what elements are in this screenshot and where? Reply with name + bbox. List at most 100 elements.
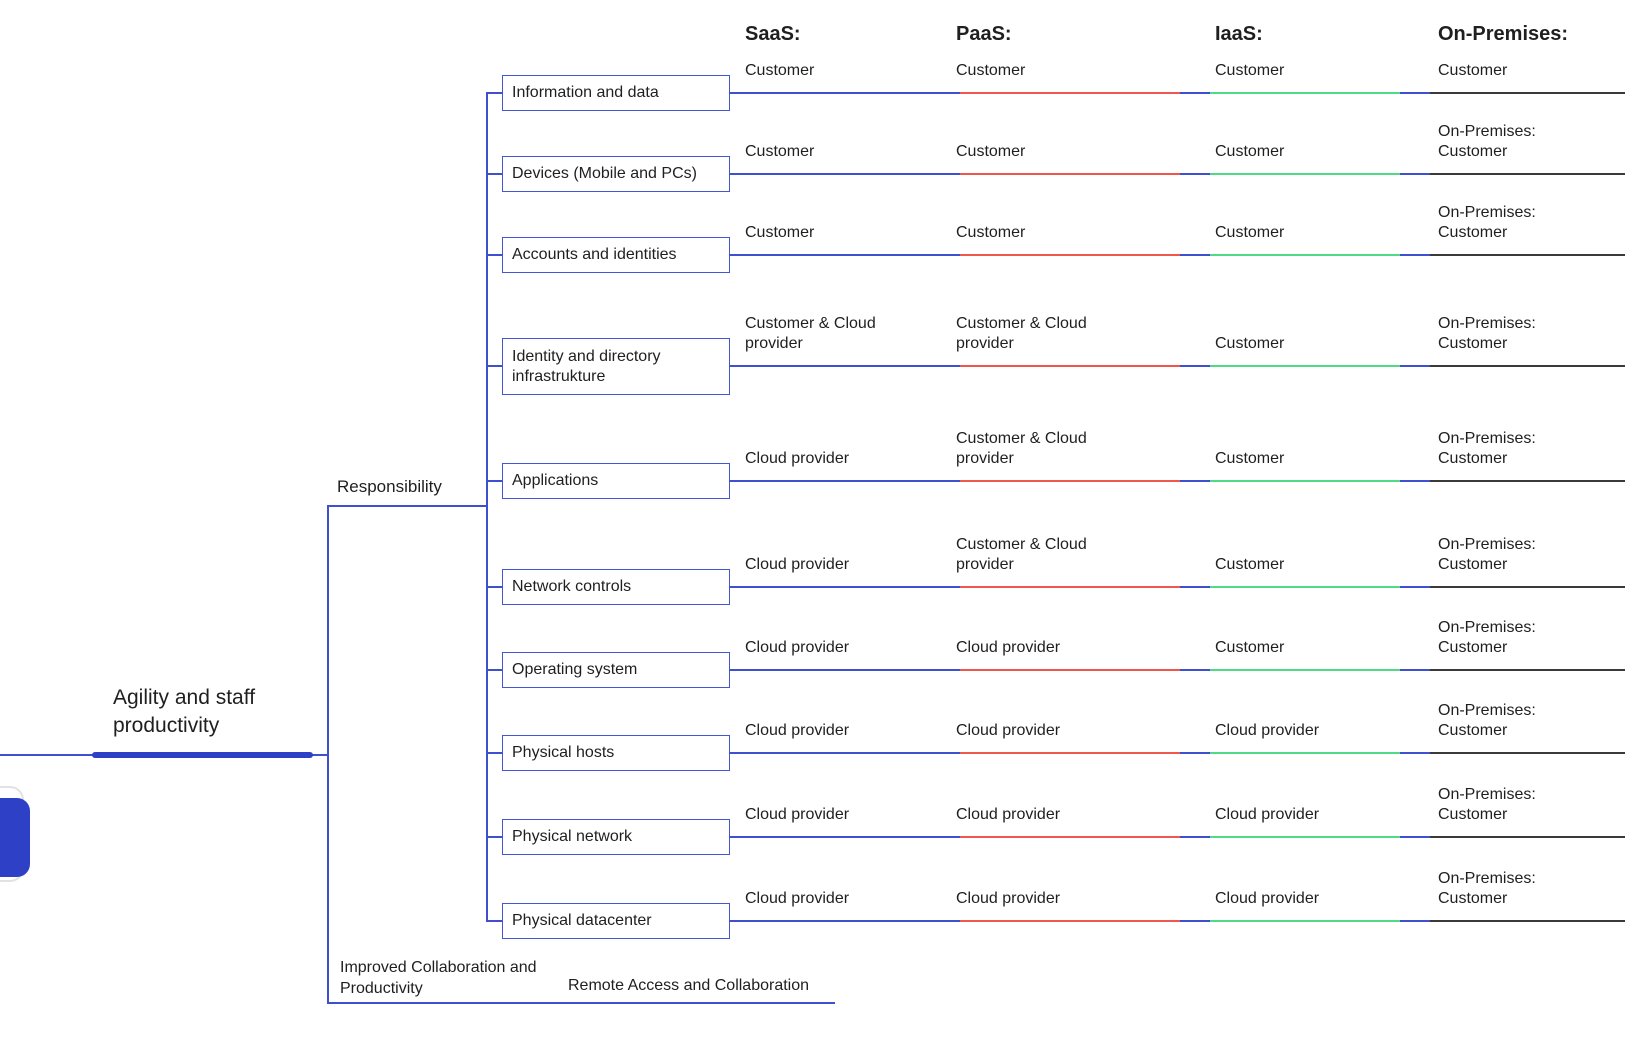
row-line-iaas (1210, 669, 1400, 671)
column-header-saas: SaaS: (745, 23, 801, 45)
row-line-link (1180, 752, 1210, 754)
category-box-applications[interactable]: Applications (502, 463, 730, 499)
cell-iaas: Customer (1215, 142, 1284, 162)
row-line-saas (729, 836, 960, 838)
cell-text: Customer (745, 224, 815, 241)
row-line-paas (960, 669, 1180, 671)
category-label: Devices (Mobile and PCs) (512, 165, 697, 182)
row-line-onprem (1430, 92, 1625, 94)
cell-text: Customer (1215, 335, 1285, 352)
row-line-paas (960, 365, 1180, 367)
cell-text: Customer (1438, 639, 1508, 656)
category-bracket (486, 92, 488, 922)
cell-text: provider (956, 450, 1014, 467)
cell-text: Cloud provider (745, 639, 850, 656)
category-label: Physical hosts (512, 744, 615, 761)
category-box-operating-system[interactable]: Operating system (502, 652, 730, 688)
column-header-paas: PaaS: (956, 23, 1012, 45)
cell-text: Customer (1438, 890, 1508, 907)
row-line-paas (960, 254, 1180, 256)
category-label: Accounts and identities (512, 246, 677, 263)
cell-text: On-Premises: (1438, 702, 1536, 719)
cell-text: Cloud provider (745, 890, 850, 907)
cell-paas: Customer (956, 223, 1025, 243)
row-line-link (1180, 586, 1210, 588)
cell-text: Customer & Cloud (745, 315, 876, 332)
row-line-link (1400, 480, 1430, 482)
cell-onprem: On-Premises:Customer (1438, 535, 1536, 575)
cell-text: Cloud provider (745, 450, 850, 467)
row-connector (486, 92, 503, 94)
cell-text: Customer (1438, 722, 1508, 739)
cell-text: Customer (745, 143, 815, 160)
row-line-link (1400, 836, 1430, 838)
row-line-saas (729, 586, 960, 588)
row-line-onprem (1430, 480, 1625, 482)
category-box-accounts-and-identities[interactable]: Accounts and identities (502, 237, 730, 273)
row-line-iaas (1210, 254, 1400, 256)
cell-text: Cloud provider (1215, 890, 1320, 907)
cell-text: Customer (1215, 143, 1285, 160)
cell-onprem: On-Premises: Customer (1438, 314, 1536, 354)
cell-onprem: On-Premises: Customer (1438, 122, 1536, 162)
cell-text: On-Premises: (1438, 123, 1536, 140)
row-line-link (1400, 669, 1430, 671)
row-line-onprem (1430, 586, 1625, 588)
cell-text: On-Premises: (1438, 315, 1536, 332)
remote-access-node-label: Remote Access and Collaboration (568, 977, 810, 994)
cell-iaas: Cloud provider (1215, 805, 1319, 825)
row-line-onprem (1430, 836, 1625, 838)
row-line-onprem (1430, 669, 1625, 671)
cell-text: Customer (1438, 806, 1508, 823)
cell-text: On-Premises: (1438, 786, 1536, 803)
row-connector (486, 586, 503, 588)
cell-text: Cloud provider (1215, 722, 1320, 739)
cell-onprem: On-Premises:Customer (1438, 618, 1536, 658)
category-box-devices-mobile-and-pcs[interactable]: Devices (Mobile and PCs) (502, 156, 730, 192)
root-branch-trunk (327, 505, 329, 1004)
cell-text: Customer (1438, 335, 1508, 352)
cell-onprem: On-Premises:Customer (1438, 203, 1536, 243)
collaboration-underline (327, 1002, 835, 1004)
row-line-link (1400, 254, 1430, 256)
cell-onprem: On-Premises: Customer (1438, 785, 1536, 825)
cell-text: Customer (956, 62, 1026, 79)
category-box-physical-hosts[interactable]: Physical hosts (502, 735, 730, 771)
row-line-link (1400, 920, 1430, 922)
cell-paas: Cloud provider (956, 638, 1060, 658)
category-box-physical-network[interactable]: Physical network (502, 819, 730, 855)
row-line-onprem (1430, 752, 1625, 754)
category-label: Physical datacenter (512, 912, 652, 929)
row-line-iaas (1210, 836, 1400, 838)
collaboration-branch-label: Improved Collaboration and Productivity (340, 959, 537, 997)
cell-paas: Customer (956, 61, 1025, 81)
category-box-information-and-data[interactable]: Information and data (502, 75, 730, 111)
category-label: Applications (512, 472, 599, 489)
row-line-link (1180, 480, 1210, 482)
root-node-pill[interactable] (0, 798, 30, 877)
cell-text: On-Premises: (1438, 204, 1536, 221)
column-header-onprem: On-Premises: (1438, 23, 1569, 45)
cell-text: Cloud provider (956, 639, 1061, 656)
cell-paas: Customer (956, 142, 1025, 162)
cell-text: Customer (956, 224, 1026, 241)
cell-onprem: Customer (1438, 61, 1507, 81)
category-box-physical-datacenter[interactable]: Physical datacenter (502, 903, 730, 939)
row-connector (486, 365, 503, 367)
cell-text: Customer (1215, 224, 1285, 241)
category-box-network-controls[interactable]: Network controls (502, 569, 730, 605)
cell-saas: Cloud provider (745, 449, 849, 469)
cell-text: Customer (1438, 143, 1508, 160)
row-line-link (1180, 92, 1210, 94)
cell-text: On-Premises: (1438, 536, 1536, 553)
cell-iaas: Customer (1215, 555, 1284, 575)
cell-text: Customer (1215, 639, 1285, 656)
responsibility-branch-label: Responsibility (337, 477, 442, 496)
row-line-paas (960, 836, 1180, 838)
cell-iaas: Customer (1215, 638, 1284, 658)
cell-text: Customer (1215, 62, 1285, 79)
category-label: Operating system (512, 661, 638, 678)
